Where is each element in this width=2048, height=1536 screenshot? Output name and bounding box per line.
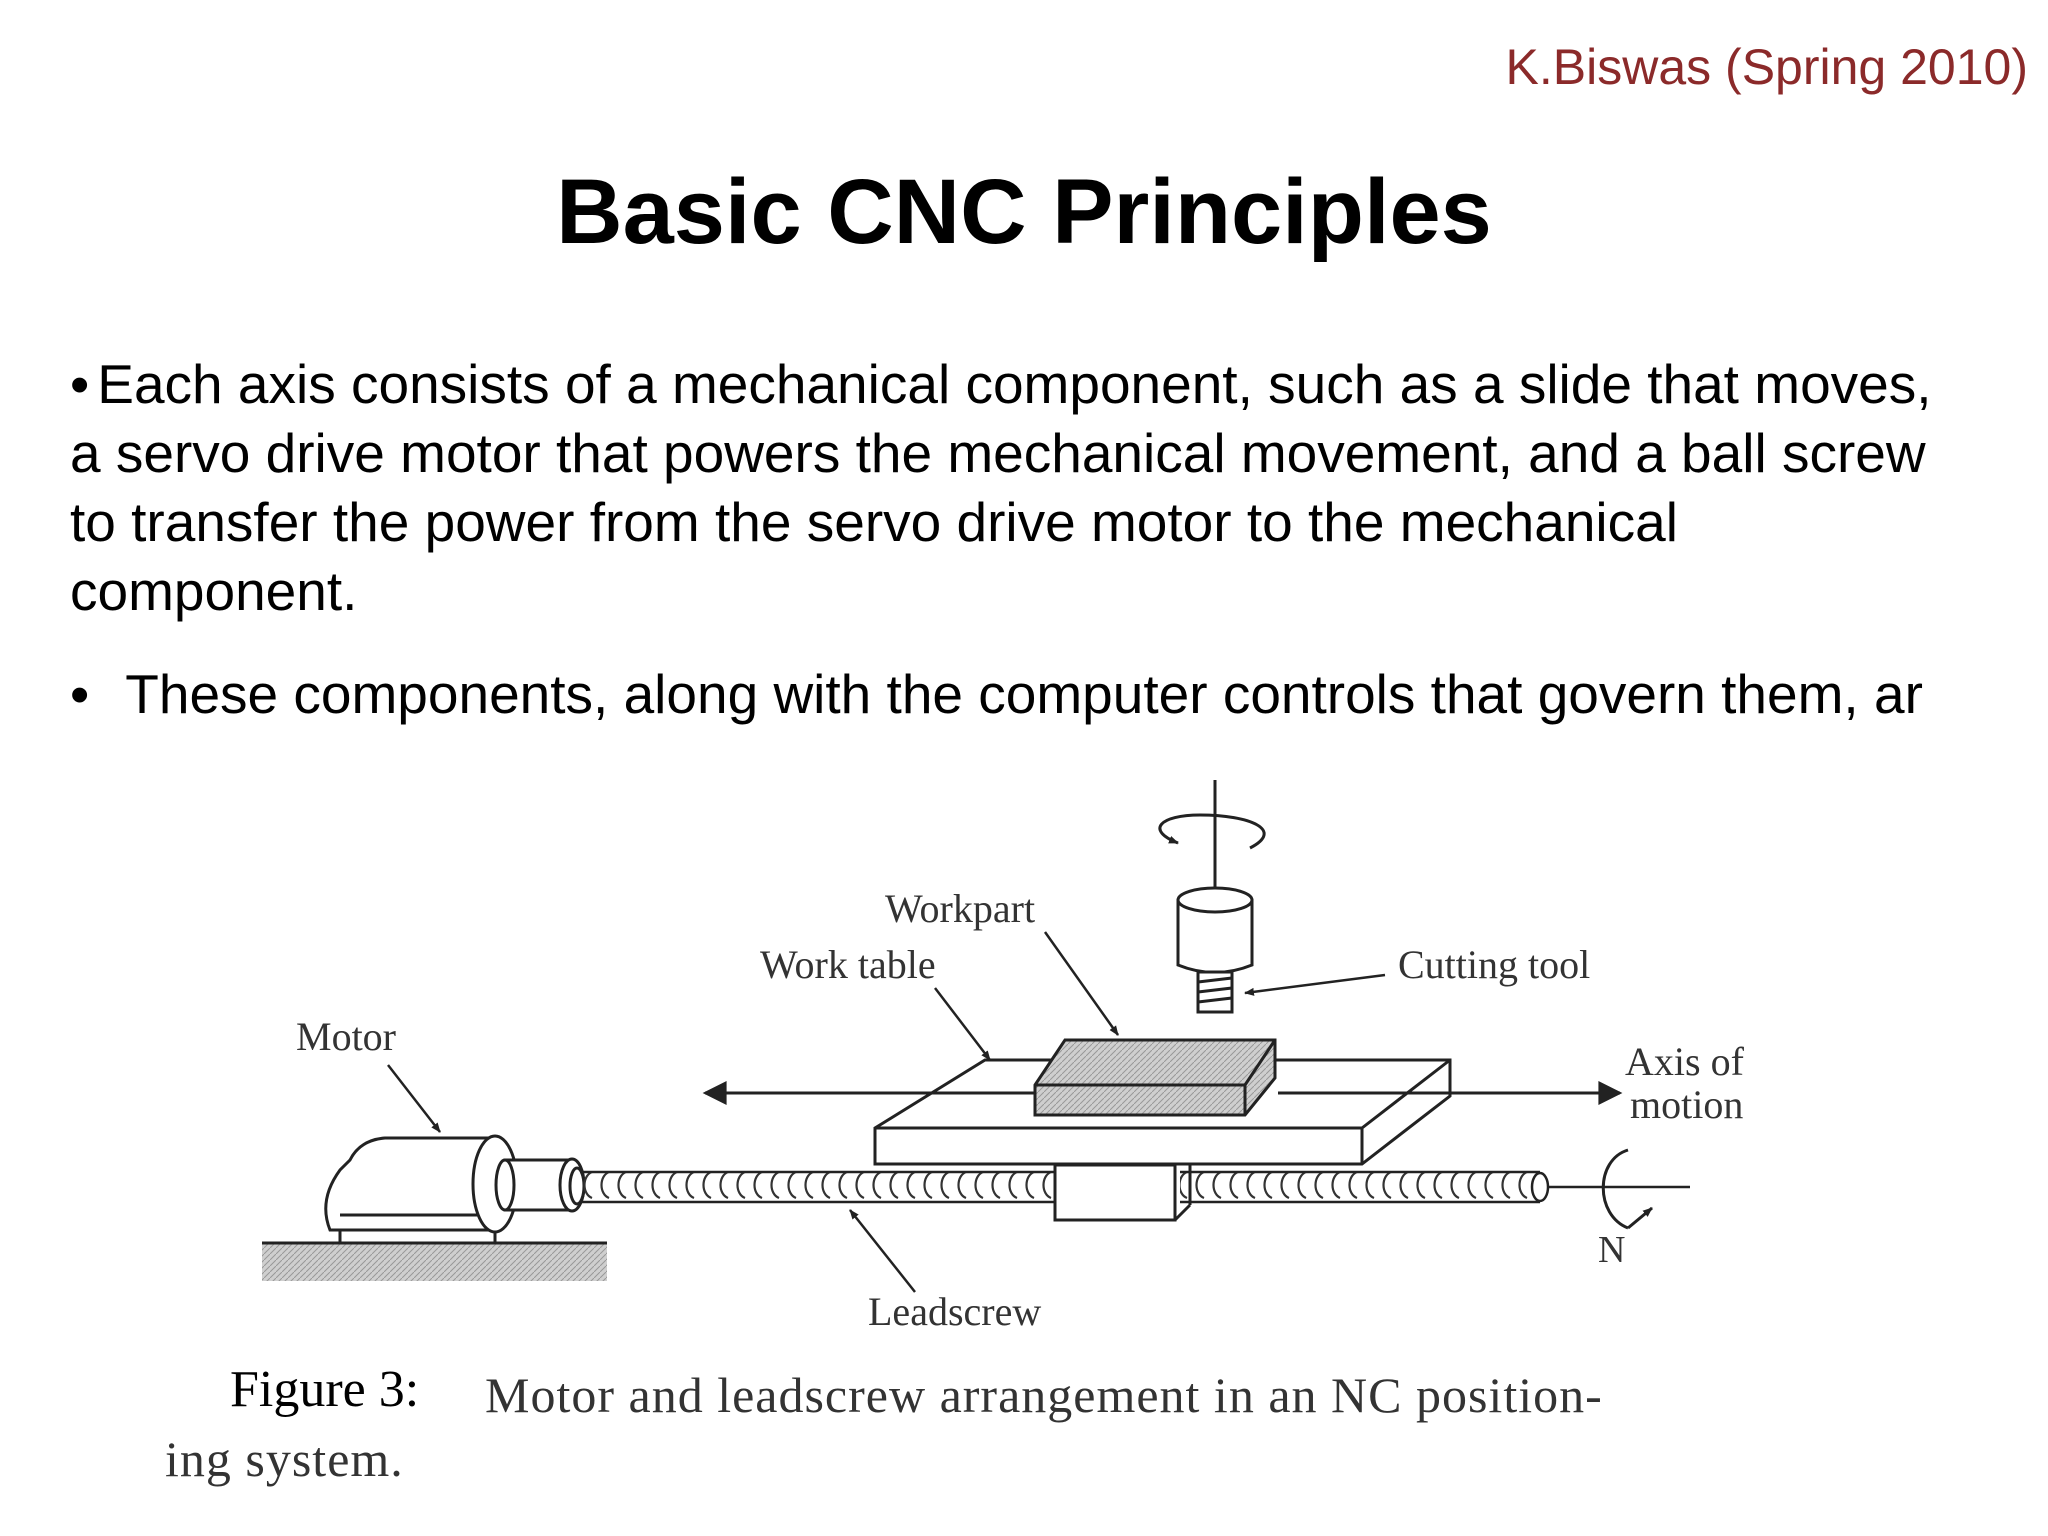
bullet-item-2: • These components, along with the comput… [70, 660, 1970, 798]
motor-body [324, 1134, 586, 1243]
author-credit: K.Biswas (Spring 2010) [1505, 39, 2028, 95]
bullet-text: These components, along with the compute… [125, 663, 1923, 725]
figure-caption-line-1: Motor and leadscrew arrangement in an NC… [485, 1367, 1603, 1423]
figure-caption-prefix: Figure 3: [230, 1361, 420, 1418]
bullet-item-1: •Each axis consists of a mechanical comp… [70, 350, 1970, 626]
figure-caption-line-2: ing system. [165, 1431, 404, 1487]
label-n: N [1598, 1229, 1625, 1271]
leadscrew-left [580, 1170, 1055, 1204]
slide-title: Basic CNC Principles [556, 161, 1492, 263]
workpart-block [1033, 1038, 1277, 1117]
ground-base [262, 1241, 607, 1281]
diagram-labels: Workpart Work table Cutting tool Motor A… [296, 886, 1745, 1334]
label-motor: Motor [296, 1014, 396, 1059]
label-motion: motion [1630, 1082, 1743, 1127]
rotation-arrow-n [1601, 1148, 1653, 1230]
label-work-table: Work table [760, 942, 936, 987]
label-leadscrew: Leadscrew [868, 1289, 1041, 1334]
leader-lines [387, 931, 1386, 1293]
label-workpart: Workpart [885, 886, 1035, 931]
label-cutting-tool: Cutting tool [1398, 942, 1590, 987]
cutting-tool [1158, 780, 1266, 1014]
bullet-text: Each axis consists of a mechanical compo… [70, 353, 1932, 622]
leadscrew-right [1180, 1170, 1690, 1204]
bullet-dot: • [70, 663, 90, 725]
bullet-dot: • [70, 353, 90, 415]
label-axis-of: Axis of [1625, 1039, 1745, 1084]
